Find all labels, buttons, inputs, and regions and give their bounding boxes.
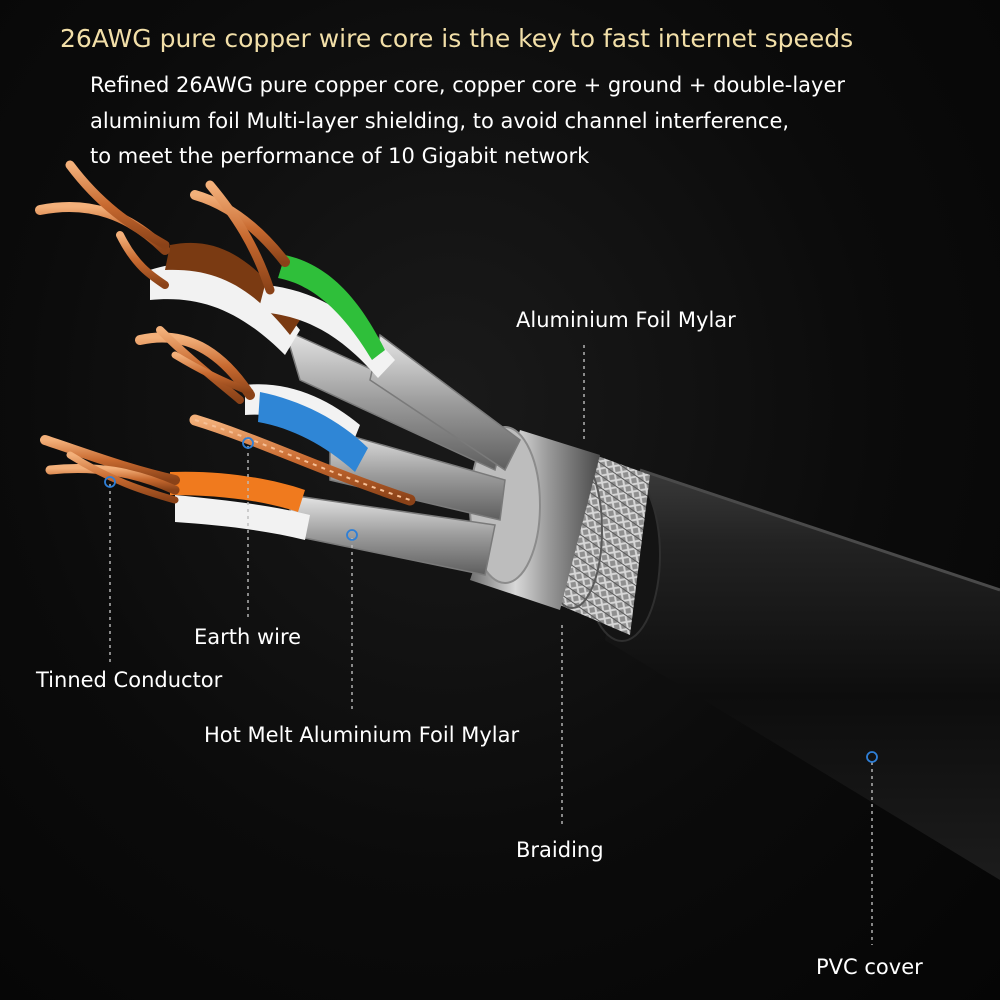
label-hot-melt-foil: Hot Melt Aluminium Foil Mylar [204,723,520,747]
pvc-jacket [583,468,1000,880]
label-tinned-conductor: Tinned Conductor [36,668,223,692]
dot-earth [242,437,254,449]
dot-tinned [104,476,116,488]
headline: 26AWG pure copper wire core is the key t… [60,24,854,53]
callout-dots [104,437,878,763]
dot-hotmelt [346,529,358,541]
description-line-3: to meet the performance of 10 Gigabit ne… [90,144,590,168]
brown-pair [35,160,300,355]
label-pvc-cover: PVC cover [816,955,923,979]
label-aluminium-foil-mylar: Aluminium Foil Mylar [516,308,736,332]
foiled-pairs [283,328,521,576]
orange-pair [40,435,310,540]
label-earth-wire: Earth wire [194,625,302,649]
description-line-2: aluminium foil Multi-layer shielding, to… [90,109,790,133]
dot-pvc [866,751,878,763]
callout-leaders [109,345,873,945]
green-pair [190,180,395,378]
label-braiding: Braiding [516,838,604,862]
description-line-1: Refined 26AWG pure copper core, copper c… [90,73,846,97]
earth-wire [189,414,416,506]
blue-pair [135,326,368,472]
